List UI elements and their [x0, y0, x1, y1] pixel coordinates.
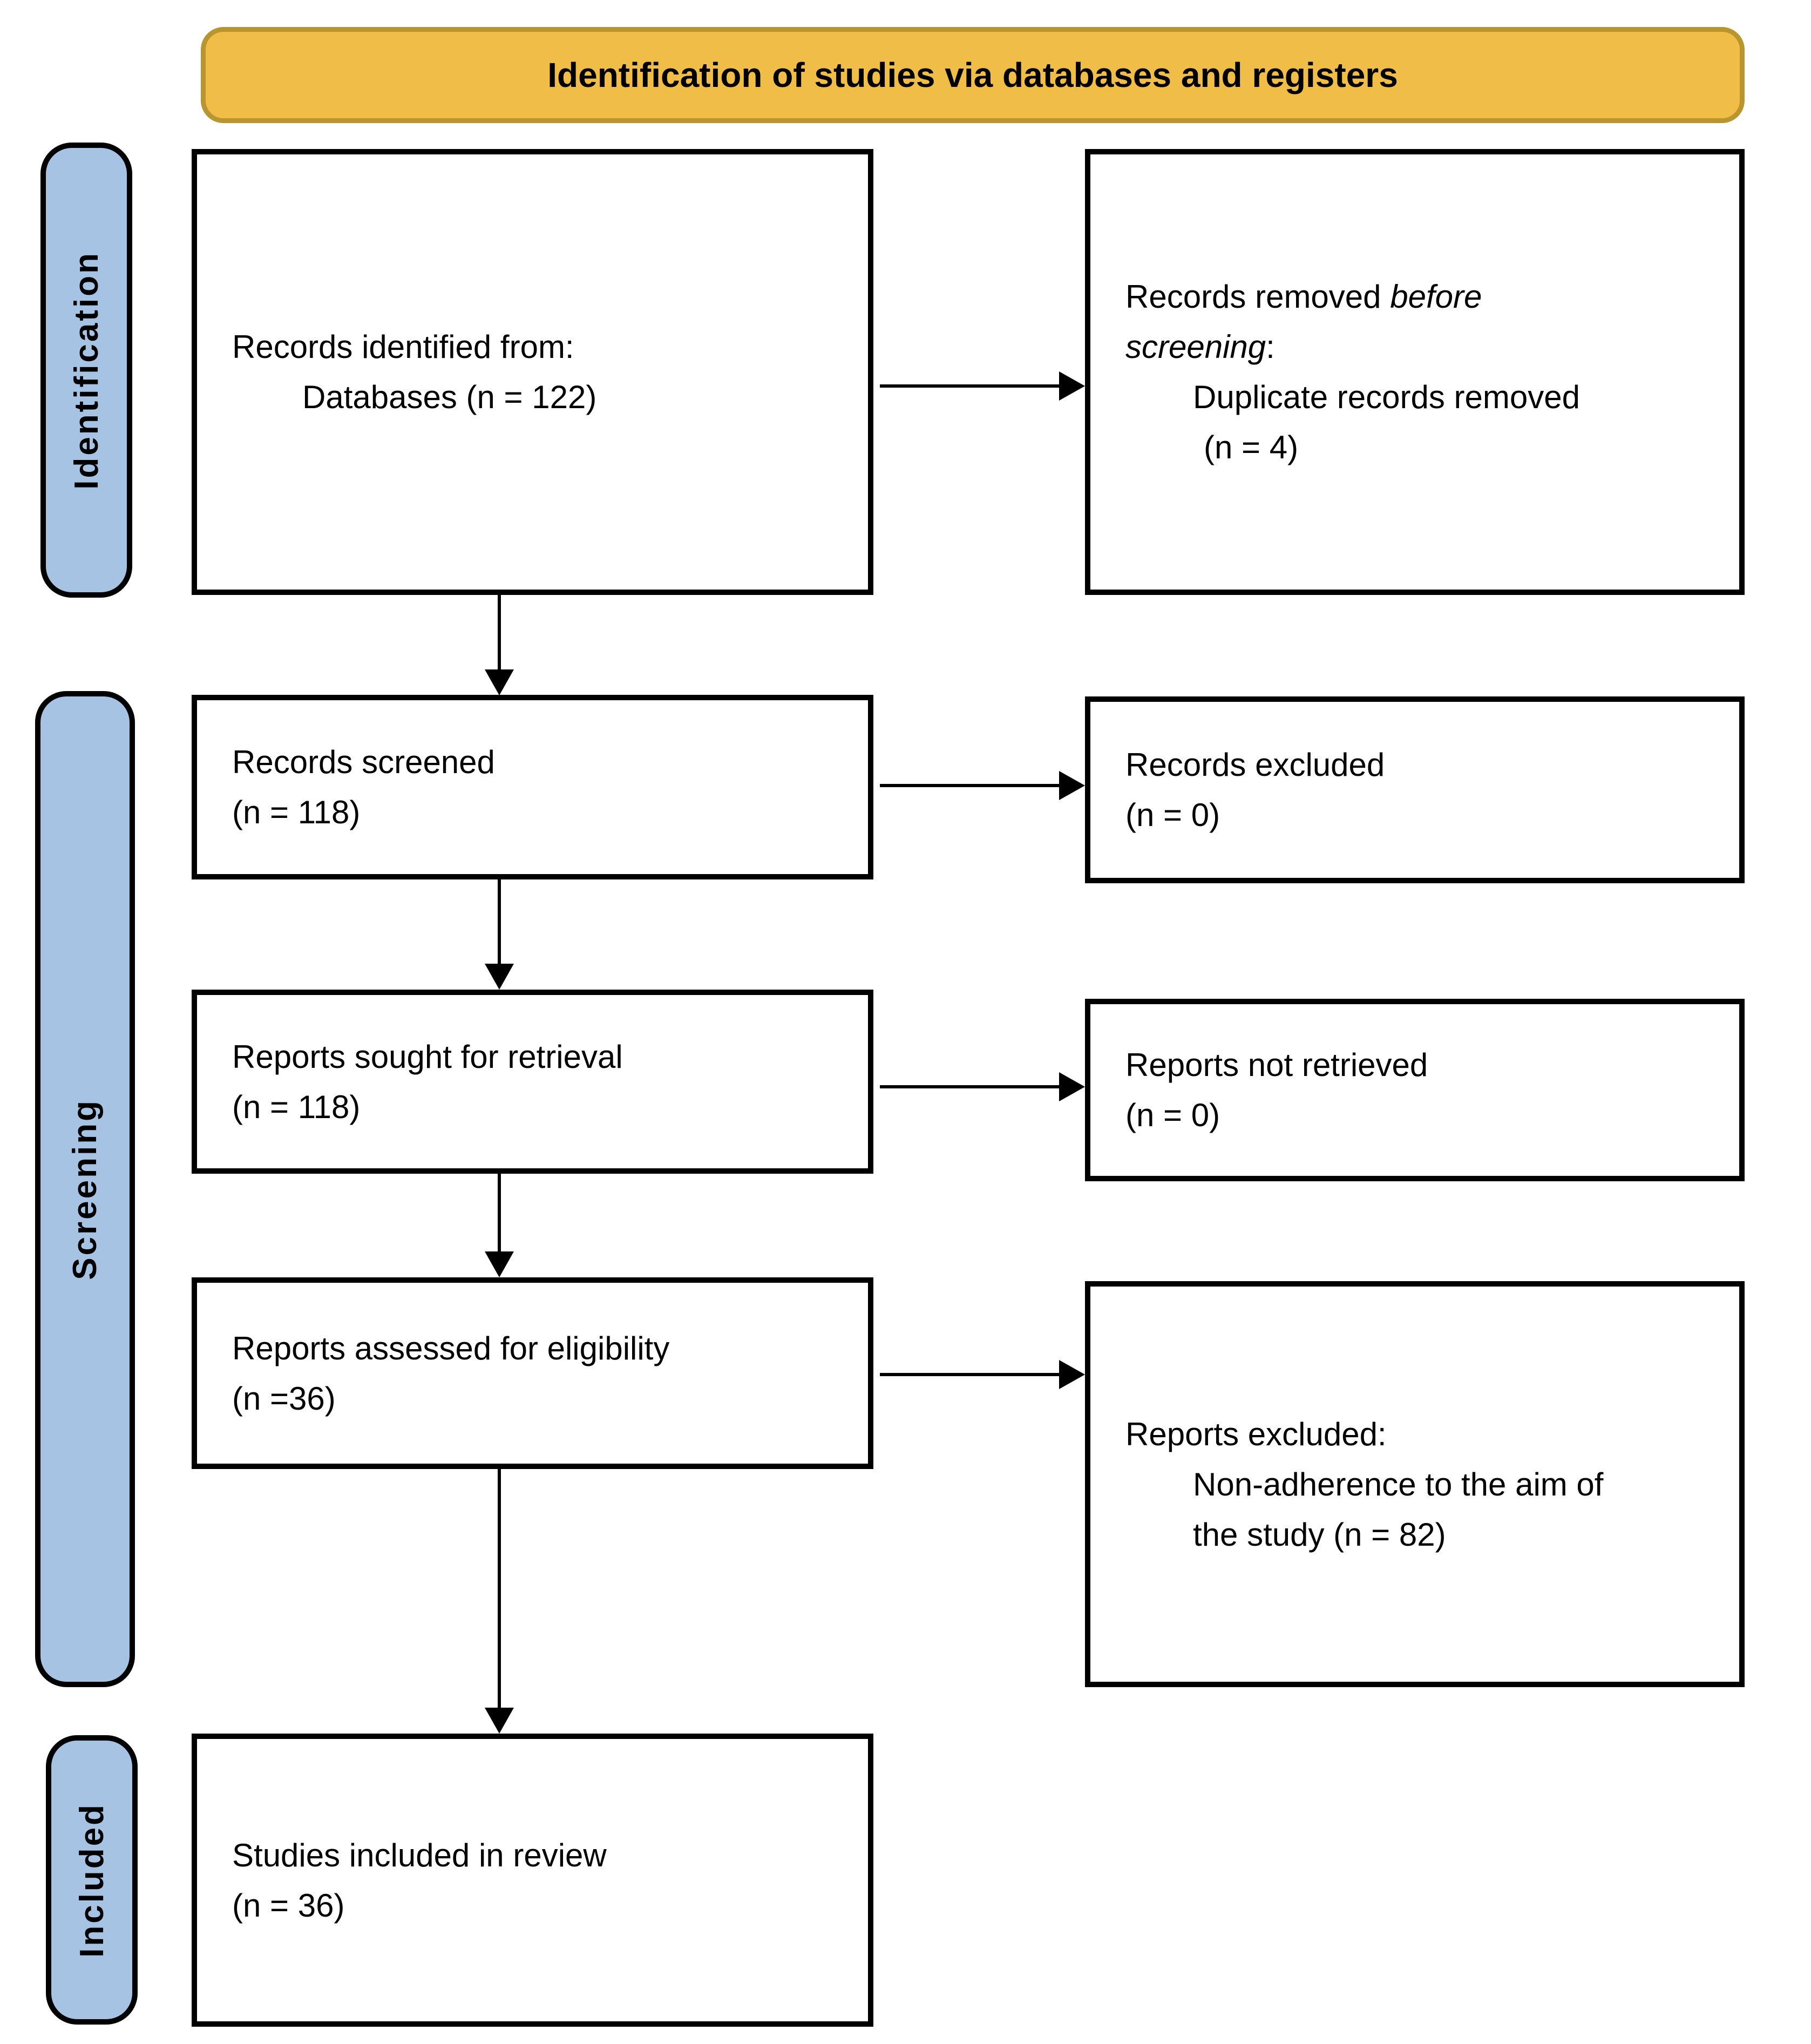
- arrow-down-head: [485, 964, 514, 990]
- box-records-removed-before-screening: Records removed before screening: Duplic…: [1085, 149, 1745, 595]
- box-reports-assessed: Reports assessed for eligibility (n =36): [192, 1277, 873, 1469]
- box-line: Records removed before: [1125, 279, 1482, 315]
- box-line: Duplicate records removed: [1193, 379, 1580, 415]
- box-reports-not-retrieved: Reports not retrieved (n = 0): [1085, 999, 1745, 1181]
- stage-included: Included: [46, 1735, 138, 2025]
- arrow-down-head: [485, 1708, 514, 1734]
- box-line: Reports assessed for eligibility: [232, 1330, 670, 1366]
- stage-identification: Identification: [40, 143, 132, 598]
- box-line: (n = 4): [1204, 429, 1299, 465]
- box-line: (n = 118): [232, 1088, 361, 1125]
- arrow-line: [880, 1085, 1059, 1088]
- stage-included-label: Included: [73, 1802, 111, 1958]
- banner-identification-via-databases: Identification of studies via databases …: [201, 27, 1745, 123]
- arrow-line: [880, 1373, 1059, 1376]
- box-studies-included: Studies included in review (n = 36): [192, 1734, 873, 2027]
- box-line: (n = 36): [232, 1887, 345, 1924]
- box-line: Reports not retrieved: [1125, 1047, 1428, 1083]
- box-line: Non-adherence to the aim of: [1193, 1466, 1604, 1502]
- box-records-identified: Records identified from: Databases (n = …: [192, 149, 873, 595]
- box-line: Records screened: [232, 744, 495, 780]
- stage-screening: Screening: [35, 691, 135, 1687]
- arrow-line: [498, 595, 501, 672]
- stage-identification-label: Identification: [67, 251, 105, 490]
- box-line: Studies included in review: [232, 1837, 607, 1873]
- arrow-line: [880, 784, 1059, 787]
- arrow-down-head: [485, 1251, 514, 1277]
- box-reports-sought: Reports sought for retrieval (n = 118): [192, 990, 873, 1174]
- box-line: screening:: [1125, 329, 1275, 365]
- arrow-line: [498, 1174, 501, 1253]
- box-line: Records excluded: [1125, 747, 1385, 783]
- box-line: Databases (n = 122): [302, 379, 597, 415]
- box-line: (n = 0): [1125, 1097, 1220, 1133]
- arrow-line: [498, 1469, 501, 1709]
- arrow-down-head: [485, 669, 514, 695]
- box-records-screened: Records screened (n = 118): [192, 695, 873, 879]
- box-line: Records identified from:: [232, 329, 574, 365]
- box-line: (n =36): [232, 1380, 336, 1417]
- box-line: Reports sought for retrieval: [232, 1038, 623, 1075]
- arrow-right-head: [1059, 1072, 1085, 1101]
- arrow-line: [880, 384, 1059, 388]
- arrow-right-head: [1059, 1360, 1085, 1389]
- box-line: Reports excluded:: [1125, 1416, 1387, 1452]
- arrow-line: [498, 879, 501, 965]
- box-line: (n = 0): [1125, 797, 1220, 833]
- box-reports-excluded: Reports excluded: Non-adherence to the a…: [1085, 1281, 1745, 1687]
- box-line: (n = 118): [232, 794, 361, 830]
- arrow-right-head: [1059, 371, 1085, 401]
- banner-title: Identification of studies via databases …: [547, 56, 1398, 94]
- stage-screening-label: Screening: [66, 1098, 104, 1280]
- box-line: the study (n = 82): [1193, 1516, 1446, 1553]
- arrow-right-head: [1059, 771, 1085, 800]
- box-records-excluded: Records excluded (n = 0): [1085, 696, 1745, 883]
